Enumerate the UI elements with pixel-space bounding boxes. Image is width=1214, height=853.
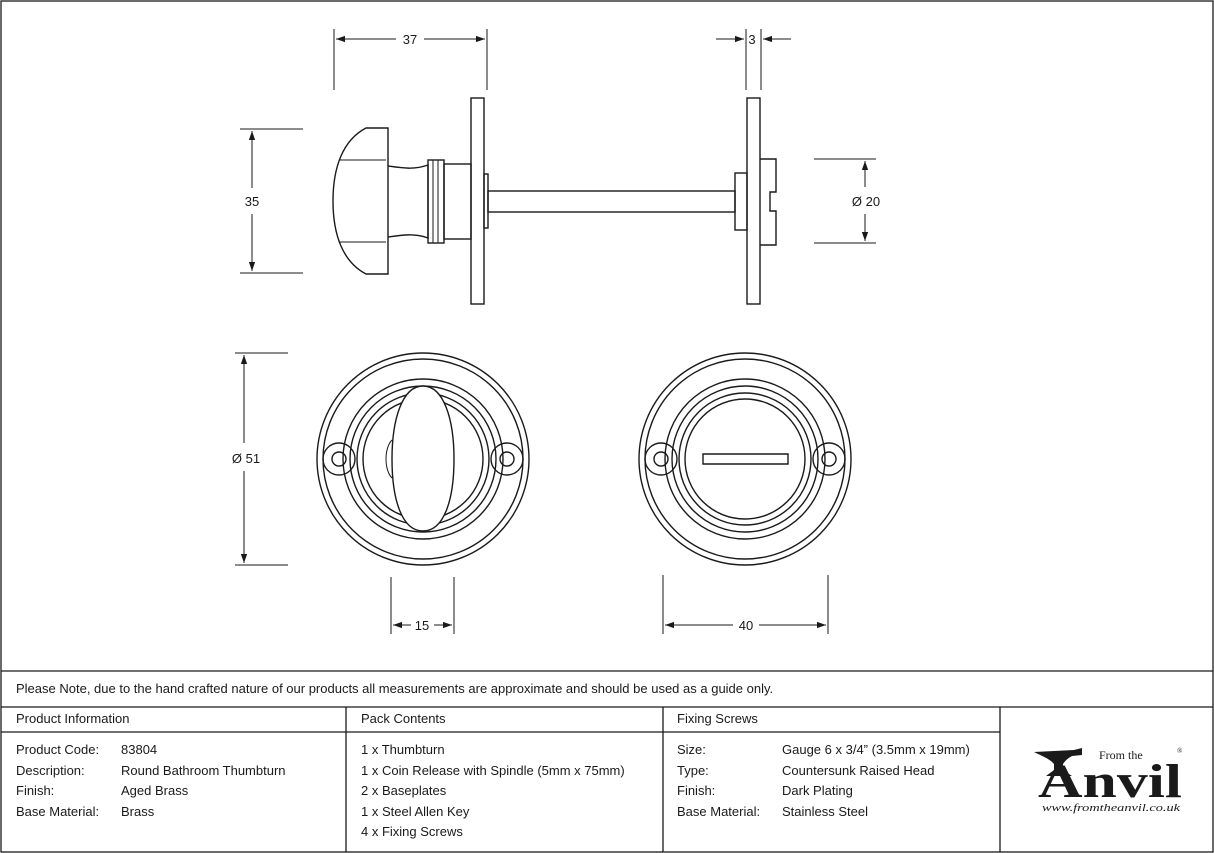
pack-item: 1 x Coin Release with Spindle (5mm x 75m… — [361, 762, 625, 778]
dimension-label-knob-height: 35 — [245, 194, 259, 209]
measurement-note: Please Note, due to the hand crafted nat… — [16, 681, 774, 696]
product-code-value: 83804 — [121, 742, 158, 757]
dimension-label-release-diameter: Ø 20 — [852, 194, 880, 209]
dimension-label-plate-thickness: 3 — [748, 32, 755, 47]
product-information-labels: Product Code: Description: Finish: Base … — [16, 740, 99, 822]
thumbturn-knob — [332, 127, 389, 275]
knob-collar — [443, 163, 472, 240]
knob-neck — [387, 164, 429, 239]
finish-label: Finish: — [16, 783, 55, 798]
thumbturn-baseplate — [470, 97, 485, 305]
screw-size-label: Size: — [677, 742, 706, 757]
base-material-value: Brass — [121, 803, 155, 819]
screw-type-label: Type: — [677, 762, 709, 778]
screw-finish-label: Finish: — [677, 783, 716, 798]
release-baseplate — [746, 97, 761, 305]
screw-size-value: Gauge 6 x 3/4” (3.5mm x 19mm) — [782, 742, 970, 757]
fixing-screws-heading: Fixing Screws — [677, 711, 758, 726]
product-information-heading: Product Information — [16, 711, 130, 726]
from-the-anvil-logo: From the ® Anvil www.fromtheanvil.co.uk — [1034, 747, 1183, 814]
screw-material-value: Stainless Steel — [782, 803, 868, 819]
screw-type-value: Countersunk Raised Head — [782, 762, 935, 778]
fixing-screws-labels: Size: Type: Finish: Base Material: — [677, 740, 760, 822]
logo-name: Anvil — [1038, 755, 1182, 808]
coin-release-front-view — [638, 352, 852, 566]
spindle — [487, 190, 736, 213]
dimension-label-screw-centres: 40 — [739, 618, 753, 633]
product-information-values: 83804 Round Bathroom Thumbturn Aged Bras… — [121, 740, 286, 822]
pack-contents-list: 1 x Thumbturn 1 x Coin Release with Spin… — [361, 740, 625, 843]
screw-finish-value: Dark Plating — [782, 783, 853, 798]
product-code-label: Product Code: — [16, 742, 100, 757]
screw-material-label: Base Material: — [677, 803, 761, 819]
description-label: Description: — [16, 762, 85, 778]
coin-release — [760, 158, 777, 246]
description-value: Round Bathroom Thumbturn — [121, 762, 286, 778]
pack-item: 2 x Baseplates — [361, 783, 447, 798]
logo-top-text: From the — [1099, 748, 1143, 762]
dimension-label-thumbturn-width: 15 — [415, 618, 429, 633]
logo-url: www.fromtheanvil.co.uk — [1042, 803, 1181, 814]
thumbturn-oval — [391, 385, 455, 532]
pack-item: 1 x Steel Allen Key — [361, 803, 470, 819]
anvil-icon — [1034, 748, 1082, 776]
pack-contents-heading: Pack Contents — [361, 711, 446, 726]
logo-registered-mark: ® — [1177, 747, 1183, 755]
thumbturn-front-view — [316, 352, 530, 566]
fixing-screws-values: Gauge 6 x 3/4” (3.5mm x 19mm) Countersun… — [782, 740, 970, 822]
pack-item: 1 x Thumbturn — [361, 742, 445, 757]
coin-slot — [702, 453, 789, 465]
finish-value: Aged Brass — [121, 783, 189, 798]
dimension-label-rose-diameter: Ø 51 — [232, 451, 260, 466]
base-material-label: Base Material: — [16, 803, 100, 819]
dimension-lines — [235, 29, 876, 634]
side-elevation-view — [332, 97, 777, 305]
dimension-label-knob-length: 37 — [403, 32, 417, 47]
pack-item: 4 x Fixing Screws — [361, 824, 463, 839]
